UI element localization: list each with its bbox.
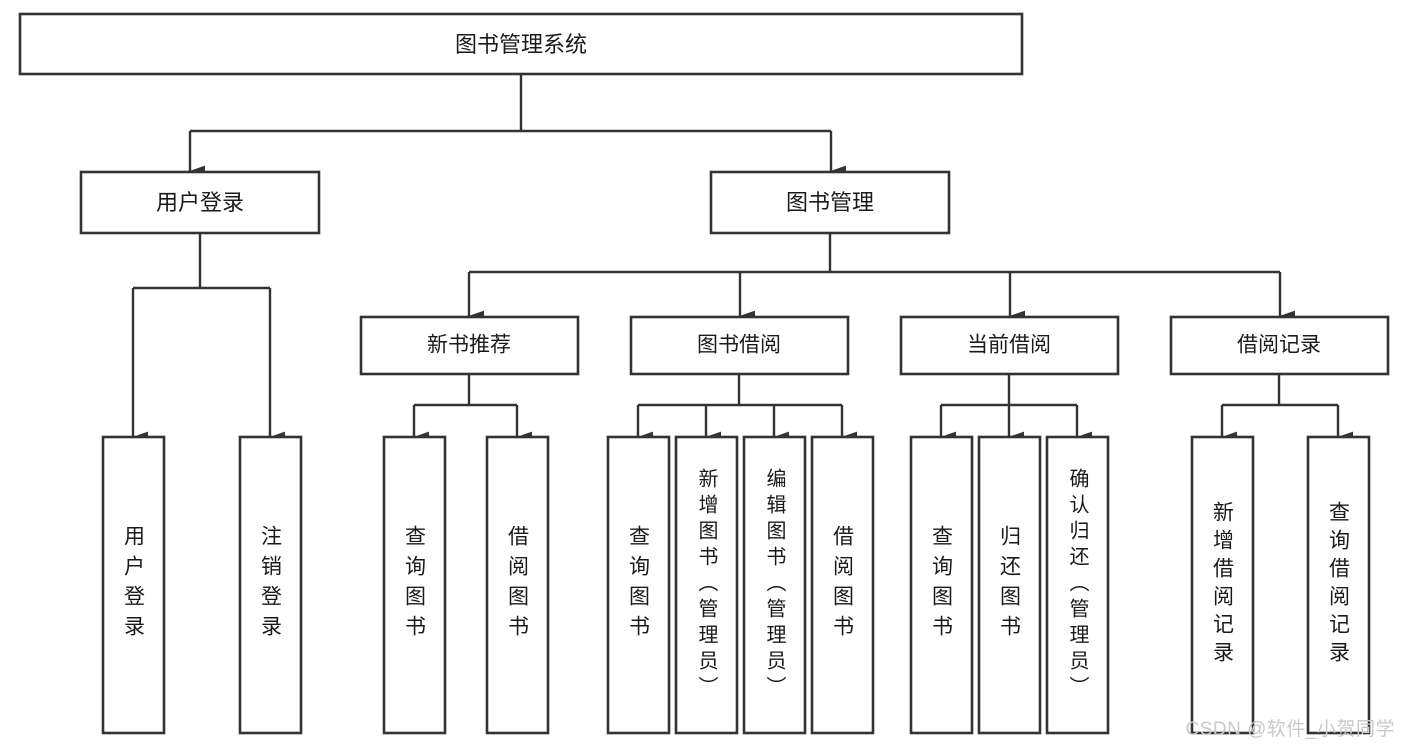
node-root-box[interactable] [18, 12, 1024, 76]
node-leaf-edit-book-box[interactable] [742, 435, 807, 735]
node-leaf-borrow-book-2[interactable]: 借阅图书 [810, 435, 875, 735]
node-new-book-rec-label: 新书推荐 [427, 334, 511, 357]
node-root[interactable]: 图书管理系统 [18, 12, 1024, 76]
node-root-label: 图书管理系统 [455, 32, 587, 57]
node-book-borrow[interactable]: 图书借阅 [629, 315, 850, 376]
node-leaf-add-record-box[interactable] [1190, 435, 1255, 735]
node-leaf-add-record-label: 新增借阅记录 [1211, 501, 1235, 669]
node-book-borrow-label: 图书借阅 [697, 334, 781, 357]
node-book-manage[interactable]: 图书管理 [709, 170, 951, 235]
node-leaf-query-record[interactable]: 查询借阅记录 [1306, 435, 1371, 735]
node-current-borrow[interactable]: 当前借阅 [899, 315, 1120, 376]
node-borrow-record-label: 借阅记录 [1237, 334, 1321, 357]
node-book-manage-box[interactable] [709, 170, 951, 235]
node-leaf-add-book-label: 新增图书（管理员） [695, 468, 718, 702]
node-leaf-user-login-box[interactable] [101, 435, 166, 735]
node-leaf-query-record-box[interactable] [1306, 435, 1371, 735]
node-leaf-user-login[interactable]: 用户登录 [101, 435, 166, 735]
node-leaf-query-book-3-label: 查询图书 [930, 525, 954, 645]
node-leaf-query-book-3[interactable]: 查询图书 [909, 435, 974, 735]
node-leaf-add-record[interactable]: 新增借阅记录 [1190, 435, 1255, 735]
node-leaf-borrow-book-1-label: 借阅图书 [506, 525, 530, 645]
node-book-borrow-box[interactable] [629, 315, 850, 376]
node-leaf-edit-book[interactable]: 编辑图书（管理员） [742, 435, 807, 735]
node-leaf-borrow-book-1[interactable]: 借阅图书 [485, 435, 550, 735]
node-leaf-confirm-return-label: 确认归还（管理员） [1066, 468, 1089, 702]
node-book-manage-label: 图书管理 [786, 190, 874, 215]
node-current-borrow-box[interactable] [899, 315, 1120, 376]
node-leaf-query-book-2-box[interactable] [606, 435, 671, 735]
node-leaf-add-book-box[interactable] [674, 435, 739, 735]
node-leaf-query-book-1[interactable]: 查询图书 [382, 435, 447, 735]
node-current-borrow-label: 当前借阅 [967, 334, 1051, 357]
node-leaf-borrow-book-1-box[interactable] [485, 435, 550, 735]
node-leaf-return-book[interactable]: 归还图书 [977, 435, 1042, 735]
node-leaf-query-book-3-box[interactable] [909, 435, 974, 735]
node-leaf-query-record-label: 查询借阅记录 [1327, 501, 1351, 669]
node-leaf-confirm-return-box[interactable] [1045, 435, 1110, 735]
node-borrow-record-box[interactable] [1169, 315, 1390, 376]
node-leaf-logout[interactable]: 注销登录 [238, 435, 303, 735]
node-leaf-confirm-return[interactable]: 确认归还（管理员） [1045, 435, 1110, 735]
node-leaf-borrow-book-2-label: 借阅图书 [831, 525, 855, 645]
node-leaf-return-book-box[interactable] [977, 435, 1042, 735]
node-leaf-borrow-book-2-box[interactable] [810, 435, 875, 735]
node-new-book-rec[interactable]: 新书推荐 [359, 315, 580, 376]
node-leaf-query-book-2-label: 查询图书 [627, 525, 651, 645]
node-user-login[interactable]: 用户登录 [79, 170, 321, 235]
node-leaf-user-login-label: 用户登录 [122, 525, 146, 645]
watermark-text: CSDN @软件_小贺同学 [1185, 719, 1395, 740]
node-leaf-query-book-1-label: 查询图书 [403, 525, 427, 645]
node-leaf-return-book-label: 归还图书 [998, 525, 1022, 645]
node-leaf-query-book-2[interactable]: 查询图书 [606, 435, 671, 735]
node-borrow-record[interactable]: 借阅记录 [1169, 315, 1390, 376]
node-leaf-edit-book-label: 编辑图书（管理员） [763, 468, 786, 702]
node-leaf-logout-box[interactable] [238, 435, 303, 735]
node-leaf-logout-label: 注销登录 [259, 525, 283, 645]
connector-layer [131, 74, 1353, 443]
node-new-book-rec-box[interactable] [359, 315, 580, 376]
node-user-login-box[interactable] [79, 170, 321, 235]
node-user-login-label: 用户登录 [156, 190, 244, 215]
node-leaf-query-book-1-box[interactable] [382, 435, 447, 735]
node-leaf-add-book[interactable]: 新增图书（管理员） [674, 435, 739, 735]
